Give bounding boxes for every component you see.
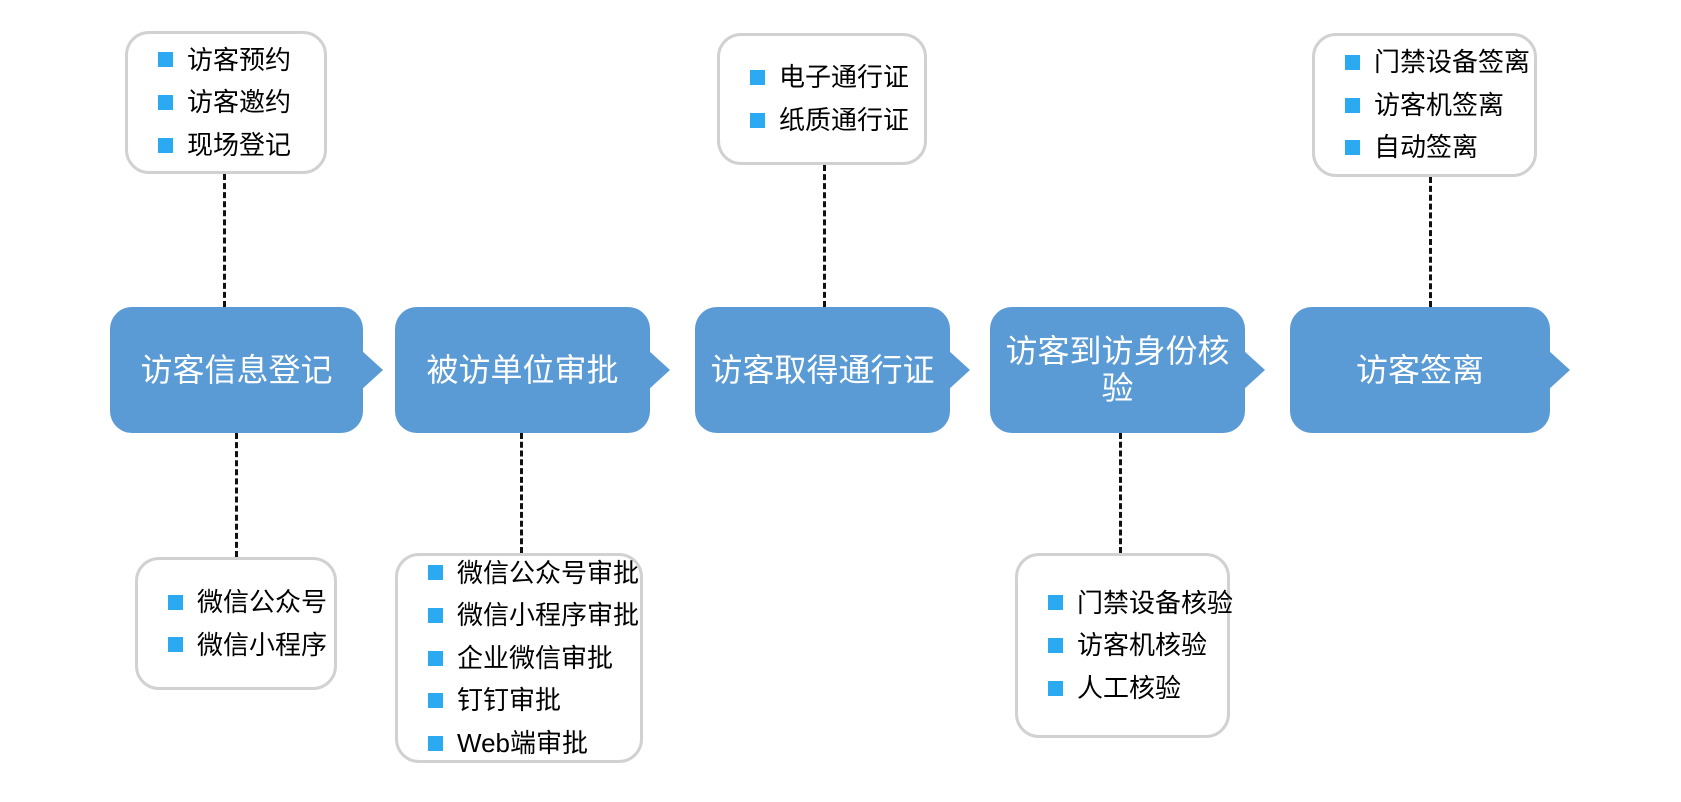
list-item: 门禁设备核验: [1048, 589, 1233, 618]
connector-dashed-line: [1119, 433, 1122, 553]
flow-step-visitor-gets-pass: 访客取得通行证: [695, 307, 970, 433]
bullet-square-icon: [1048, 595, 1063, 611]
callout-verification-methods: 门禁设备核验 访客机核验 人工核验: [1015, 553, 1233, 738]
callout-item-label: 电子通行证: [779, 62, 910, 93]
callout-item-label: 门禁设备核验: [1077, 587, 1234, 618]
callout-item-label: 纸质通行证: [779, 105, 910, 135]
flow-step-visitor-signout: 访客签离: [1290, 307, 1570, 433]
connector-dashed-line: [235, 433, 238, 557]
list-item: 访客邀约: [158, 88, 314, 117]
bullet-square-icon: [158, 52, 173, 68]
arrow-right-icon: [948, 350, 970, 390]
list-item: Web端审批: [428, 729, 630, 758]
arrow-right-icon: [1243, 350, 1265, 390]
callout-registration-channels: 微信公众号 微信小程序: [135, 557, 337, 690]
connector-dashed-line: [1429, 177, 1432, 307]
bullet-square-icon: [428, 735, 443, 751]
list-item: 访客预约: [158, 46, 314, 75]
flow-step-label: 访客到访身份核验: [1005, 333, 1230, 406]
callout-item-label: 门禁设备签离: [1374, 47, 1531, 78]
bullet-square-icon: [1048, 638, 1063, 653]
list-item: 电子通行证: [750, 63, 914, 92]
bullet-square-icon: [750, 112, 765, 128]
list-item: 现场登记: [158, 131, 314, 160]
list-item: 门禁设备签离: [1345, 48, 1530, 77]
connector-dashed-line: [823, 165, 826, 307]
flow-step-label: 访客取得通行证: [710, 351, 935, 388]
flow-step-host-unit-approval: 被访单位审批: [395, 307, 670, 433]
callout-item-label: 微信公众号审批: [457, 557, 640, 588]
callout-item-label: Web端审批: [457, 727, 588, 758]
list-item: 访客机签离: [1345, 91, 1524, 120]
bullet-square-icon: [428, 650, 443, 666]
list-item: 纸质通行证: [750, 106, 914, 135]
list-item: 微信公众号审批: [428, 558, 639, 588]
bullet-square-icon: [1048, 680, 1063, 696]
callout-item-label: 企业微信审批: [457, 642, 614, 673]
callout-signout-methods: 门禁设备签离 访客机签离 自动签离: [1312, 33, 1537, 177]
bullet-square-icon: [428, 607, 443, 623]
arrow-right-icon: [1548, 350, 1570, 390]
list-item: 微信公众号: [168, 586, 328, 617]
bullet-square-icon: [168, 637, 183, 653]
list-item: 微信小程序: [168, 629, 328, 660]
connector-dashed-line: [520, 433, 523, 553]
list-item: 企业微信审批: [428, 644, 630, 673]
callout-pass-types: 电子通行证 纸质通行证: [717, 33, 927, 165]
callout-item-label: 微信小程序审批: [457, 600, 640, 631]
callout-item-label: 钉钉审批: [457, 685, 562, 716]
flow-step-label: 被访单位审批: [426, 351, 619, 388]
callout-registration-methods: 访客预约 访客邀约 现场登记: [125, 31, 327, 174]
bullet-square-icon: [1345, 97, 1360, 113]
list-item: 自动签离: [1345, 133, 1524, 162]
callout-item-label: 访客预约: [187, 44, 292, 75]
bullet-square-icon: [428, 565, 443, 581]
list-item: 微信小程序审批: [428, 601, 639, 630]
callout-item-label: 访客机核验: [1077, 630, 1208, 661]
arrow-right-icon: [361, 350, 383, 390]
list-item: 钉钉审批: [428, 686, 630, 715]
callout-approval-channels: 微信公众号审批 微信小程序审批 企业微信审批 钉钉审批 Web端审批: [395, 553, 643, 763]
callout-item-label: 微信公众号: [197, 586, 328, 617]
bullet-square-icon: [1345, 140, 1360, 156]
flow-step-identity-verification: 访客到访身份核验: [990, 307, 1265, 433]
flow-step-label: 访客信息登记: [140, 351, 333, 388]
flow-step-visitor-info-registration: 访客信息登记: [110, 307, 383, 433]
bullet-square-icon: [428, 693, 443, 709]
callout-item-label: 访客机签离: [1374, 89, 1505, 120]
callout-item-label: 微信小程序: [197, 629, 328, 660]
bullet-square-icon: [750, 70, 765, 86]
connector-dashed-line: [223, 174, 226, 307]
bullet-square-icon: [1345, 54, 1360, 70]
callout-item-label: 人工核验: [1077, 672, 1182, 703]
arrow-right-icon: [648, 350, 670, 390]
bullet-square-icon: [168, 594, 183, 610]
bullet-square-icon: [158, 95, 173, 110]
list-item: 访客机核验: [1048, 631, 1217, 660]
callout-item-label: 访客邀约: [187, 87, 292, 118]
bullet-square-icon: [158, 137, 173, 153]
flow-step-label: 访客签离: [1355, 351, 1484, 388]
callout-item-label: 现场登记: [187, 129, 292, 160]
list-item: 人工核验: [1048, 674, 1217, 703]
callout-item-label: 自动签离: [1374, 132, 1479, 163]
